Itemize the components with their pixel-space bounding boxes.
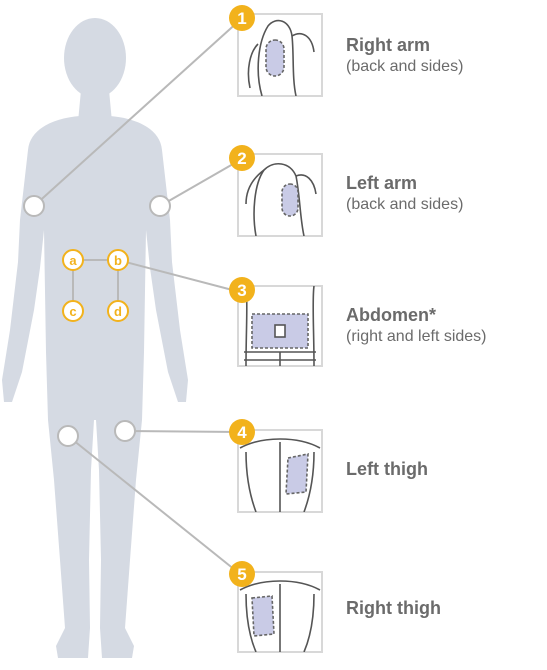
site-label-left-arm: Left arm (back and sides) (346, 172, 463, 216)
left-thigh-illustration (238, 430, 322, 512)
abdomen-point-b: b (108, 250, 128, 270)
site-badge-1: 1 (229, 5, 255, 31)
connector-left-arm (160, 160, 240, 206)
abdomen-point-a-label: a (69, 253, 77, 268)
right-thigh-illustration (238, 572, 322, 652)
abdomen-point-c: c (63, 301, 83, 321)
site-badge-3: 3 (229, 277, 255, 303)
abdomen-point-d-label: d (114, 304, 122, 319)
site-title: Abdomen* (346, 304, 487, 326)
abdomen-point-c-label: c (69, 304, 76, 319)
site-label-right-arm: Right arm (back and sides) (346, 34, 463, 78)
site-badge-2: 2 (229, 145, 255, 171)
site-title: Left thigh (346, 458, 428, 480)
left-arm-marker (150, 196, 170, 216)
site-badge-1-number: 1 (237, 9, 246, 28)
site-badge-5-number: 5 (237, 565, 246, 584)
site-badge-4-number: 4 (237, 423, 247, 442)
site-badge-4: 4 (229, 419, 255, 445)
site-label-left-thigh: Left thigh (346, 458, 428, 480)
site-subtitle: (right and left sides) (346, 326, 487, 348)
abdomen-point-a: a (63, 250, 83, 270)
abdomen-point-b-label: b (114, 253, 122, 268)
right-thigh-marker (58, 426, 78, 446)
right-arm-marker (24, 196, 44, 216)
site-title: Right thigh (346, 597, 441, 619)
body-silhouette (2, 18, 188, 658)
site-badge-3-number: 3 (237, 281, 246, 300)
site-label-right-thigh: Right thigh (346, 597, 441, 619)
abdomen-point-d: d (108, 301, 128, 321)
site-label-abdomen: Abdomen* (right and left sides) (346, 304, 487, 348)
site-subtitle: (back and sides) (346, 56, 463, 78)
site-badge-5: 5 (229, 561, 255, 587)
site-title: Left arm (346, 172, 463, 194)
site-title: Right arm (346, 34, 463, 56)
site-badge-2-number: 2 (237, 149, 246, 168)
site-subtitle: (back and sides) (346, 194, 463, 216)
connector-right-thigh (68, 436, 240, 574)
left-thigh-marker (115, 421, 135, 441)
connector-left-thigh (125, 431, 240, 432)
